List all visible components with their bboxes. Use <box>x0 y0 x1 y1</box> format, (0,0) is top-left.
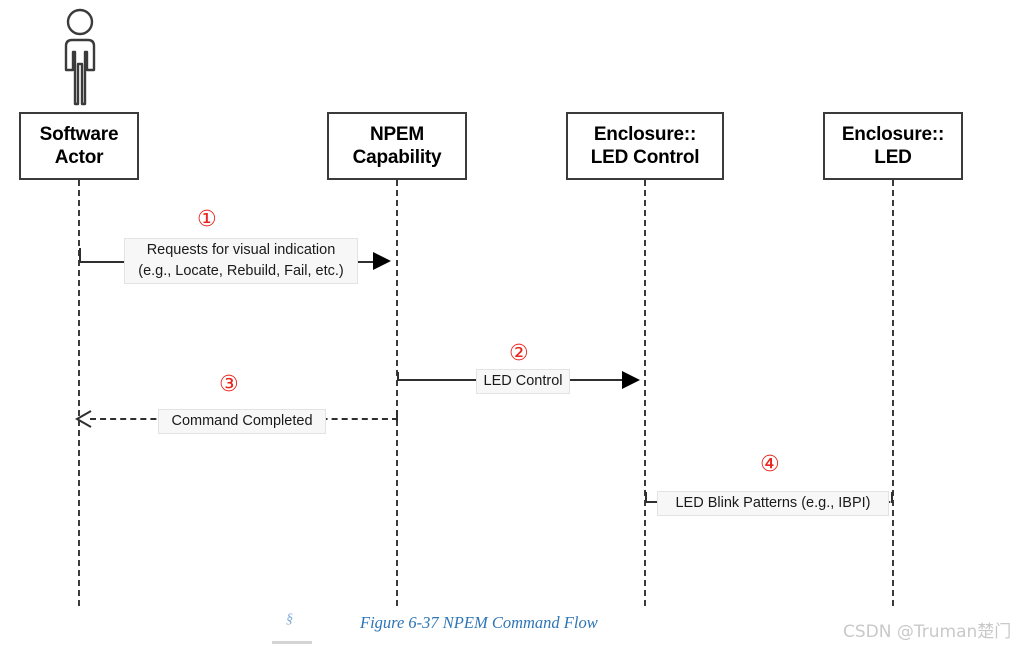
lifeline-label-line1: Enclosure:: <box>841 123 945 145</box>
message-3-origin-stub <box>396 410 398 421</box>
lifeline-box-npem-capability[interactable]: NPEM Capability <box>327 112 467 180</box>
message-2-label-line1: LED Control <box>483 373 563 389</box>
lifeline-stem-software-actor <box>78 180 80 606</box>
lifeline-label-line1: Enclosure:: <box>593 123 697 145</box>
lifeline-stem-enclosure-led <box>892 180 894 606</box>
section-rule <box>272 641 312 644</box>
message-1-label-line1: Requests for visual indication <box>146 242 336 258</box>
message-1-label: Requests for visual indication (e.g., Lo… <box>124 238 358 285</box>
message-1-origin-stub <box>79 248 81 263</box>
lifeline-stem-npem-capability <box>396 180 398 606</box>
section-mark: § <box>286 612 293 627</box>
lifeline-label-line1: NPEM <box>369 123 425 145</box>
watermark: CSDN @Truman楚门 <box>843 622 1012 642</box>
message-3-label: Command Completed <box>158 409 326 435</box>
lifeline-label-line2: LED Control <box>590 147 700 168</box>
lifeline-box-enclosure-led[interactable]: Enclosure:: LED <box>823 112 963 180</box>
message-4-label-line1: LED Blink Patterns (e.g., IBPI) <box>675 495 871 511</box>
lifeline-label-line2: Actor <box>54 147 104 168</box>
message-4-origin-stub <box>645 492 647 503</box>
lifeline-label-line1: Software <box>39 123 119 145</box>
step-number-2: ② <box>509 341 529 366</box>
lifeline-box-enclosure-led-control[interactable]: Enclosure:: LED Control <box>566 112 724 180</box>
message-3-label-line1: Command Completed <box>171 413 313 429</box>
step-number-1: ① <box>197 207 217 232</box>
message-4-label: LED Blink Patterns (e.g., IBPI) <box>657 491 889 517</box>
lifeline-label-line2: Capability <box>352 147 442 168</box>
message-2-label: LED Control <box>476 369 570 395</box>
step-number-4: ④ <box>760 452 780 477</box>
message-2-origin-stub <box>397 372 399 381</box>
message-1-label-line2: (e.g., Locate, Rebuild, Fail, etc.) <box>138 263 344 280</box>
figure-caption: Figure 6-37 NPEM Command Flow <box>360 613 598 632</box>
actor-person-icon <box>52 8 108 108</box>
message-3-arrowhead <box>74 409 92 429</box>
lifeline-box-software-actor[interactable]: Software Actor <box>19 112 139 180</box>
message-2-arrowhead <box>622 371 640 389</box>
message-1-arrowhead <box>373 252 391 270</box>
lifeline-label-line2: LED <box>874 147 912 168</box>
lifeline-stem-enclosure-led-control <box>644 180 646 606</box>
message-4-target-stub <box>891 492 893 503</box>
step-number-3: ③ <box>219 372 239 397</box>
